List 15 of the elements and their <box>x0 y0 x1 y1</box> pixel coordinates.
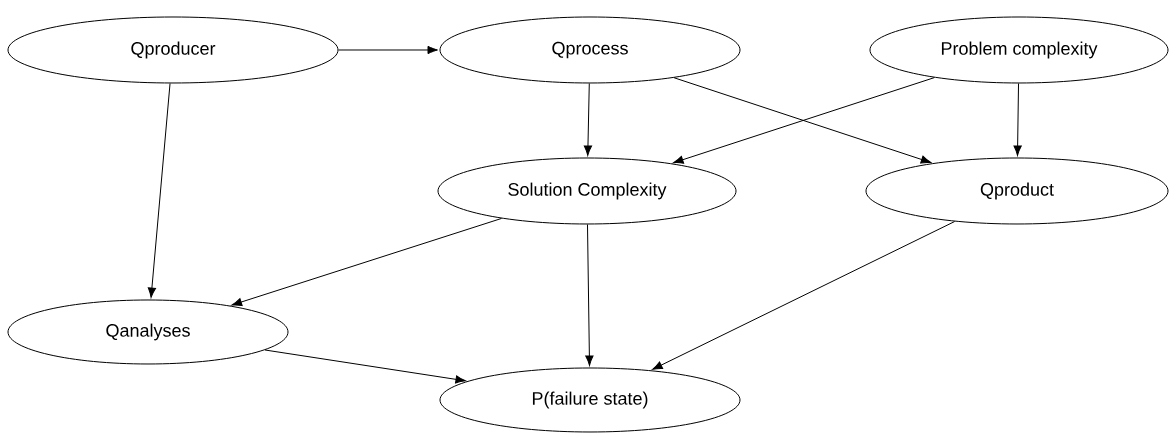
ellipse-node: Qproducer <box>7 16 339 84</box>
arrow <box>147 83 171 298</box>
ellipse-node: Problem complexity <box>869 16 1169 84</box>
arrow <box>1013 83 1022 156</box>
arrow <box>231 217 502 307</box>
ellipse-node: Qproduct <box>865 157 1169 225</box>
arrow <box>652 221 956 370</box>
ellipse-node: P(failure state) <box>439 367 741 433</box>
arrow <box>585 224 594 366</box>
arrow <box>264 349 466 384</box>
arrow <box>338 45 438 55</box>
ellipse-node: Qprocess <box>439 16 741 84</box>
ellipse-node: Qanalyses <box>7 299 289 365</box>
arrow <box>583 83 593 156</box>
ellipse-node: Solution Complexity <box>437 157 737 225</box>
